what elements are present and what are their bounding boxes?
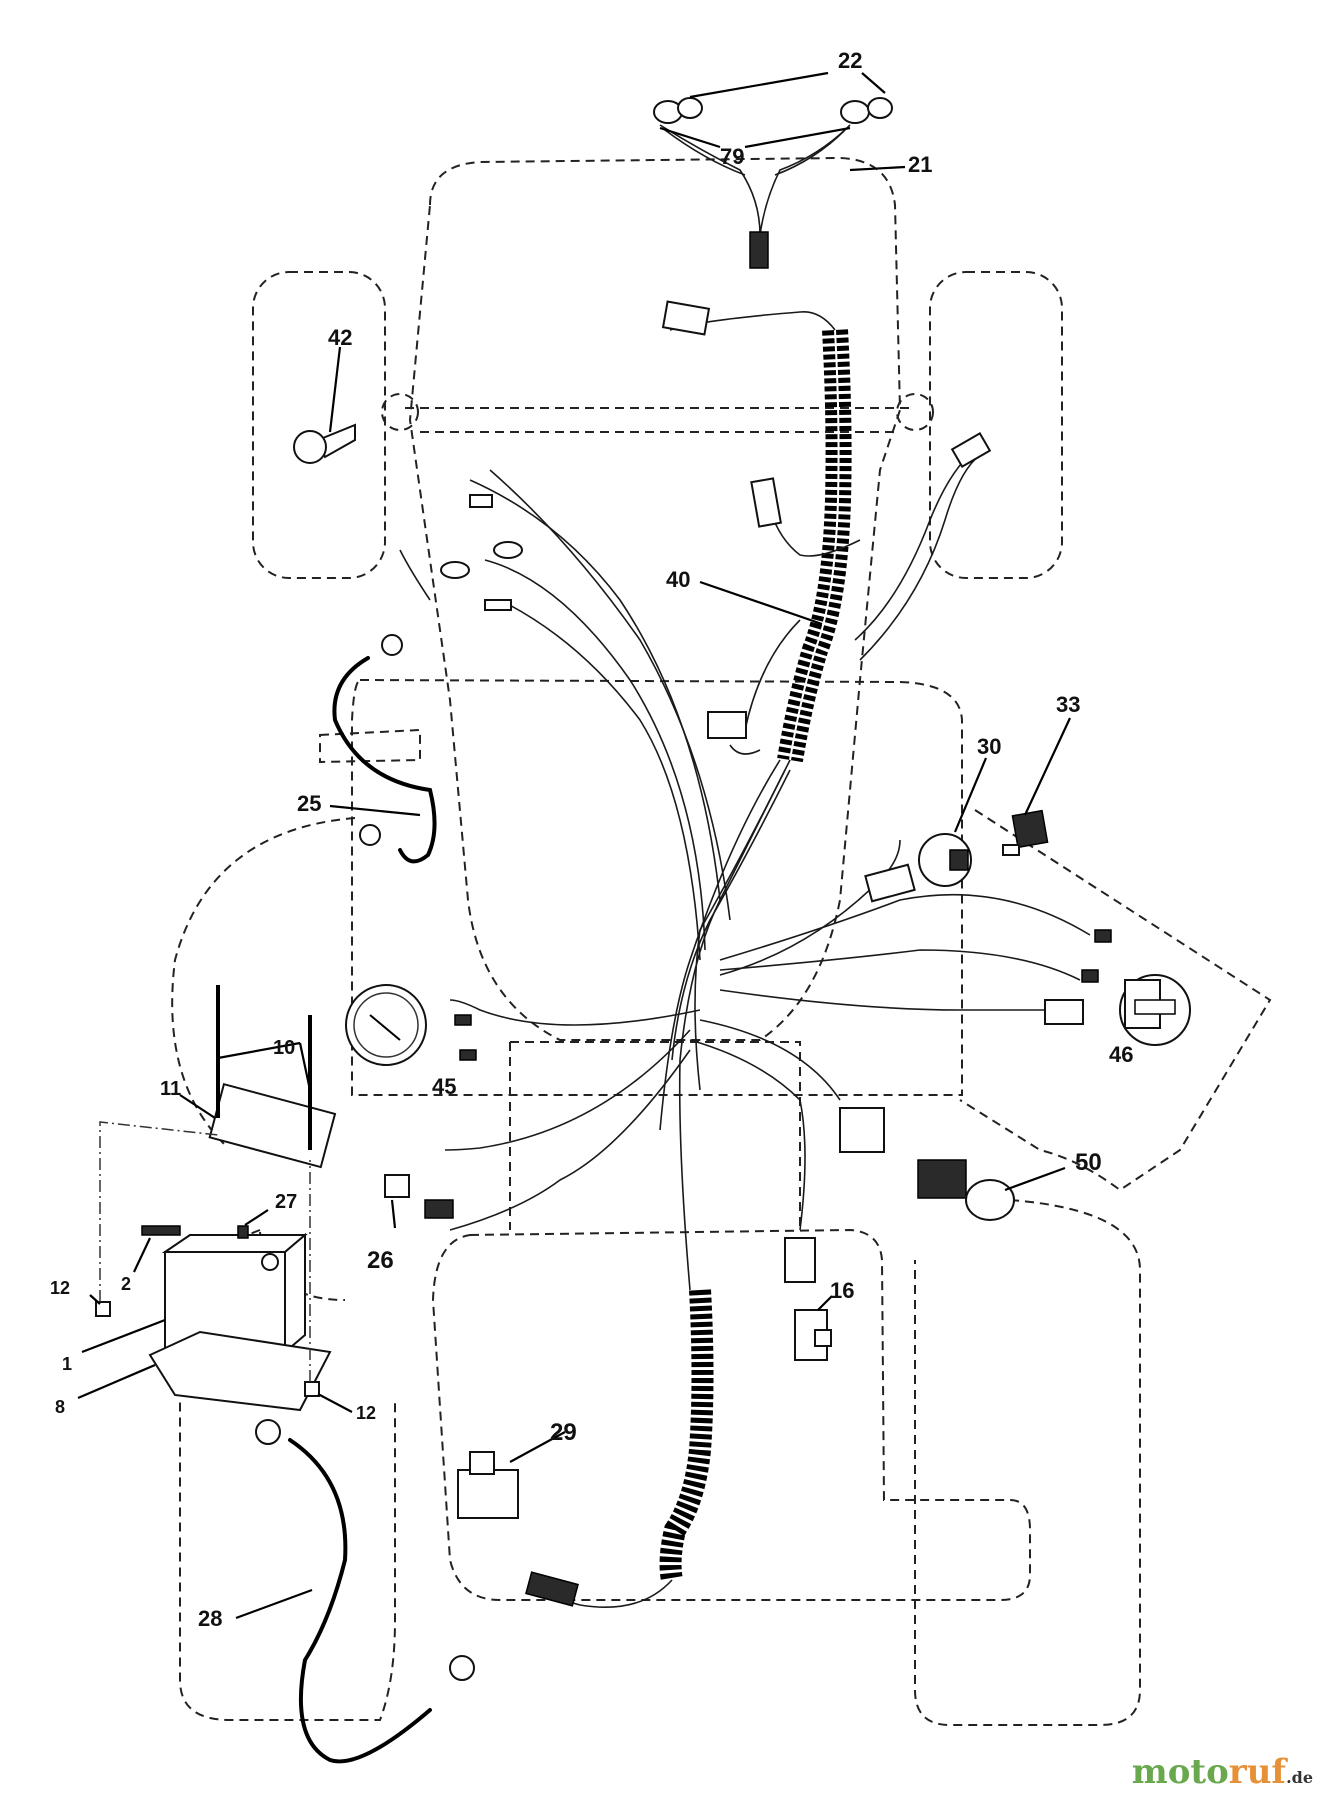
nut-12-right <box>304 1381 320 1397</box>
harness-connectors <box>440 300 1112 1283</box>
callout-30: 30 <box>977 734 1001 759</box>
bullet-connector-2 <box>493 541 523 559</box>
callout-2: 2 <box>121 1274 131 1294</box>
connector-center-right <box>864 863 916 903</box>
watermark-part-3: .de <box>1286 1768 1313 1787</box>
rear-deck-outline <box>431 1228 1031 1601</box>
terminal-3 <box>469 494 493 508</box>
right-bulb <box>840 97 893 124</box>
connector-16 <box>784 1237 816 1283</box>
seat-area-outline <box>510 1041 801 1232</box>
gauge-45 <box>345 984 427 1066</box>
nut-12-left <box>95 1301 111 1317</box>
callout-28: 28 <box>198 1606 222 1631</box>
hood-outline <box>408 156 902 1041</box>
callout-33: 33 <box>1056 692 1080 717</box>
fuse-26 <box>384 1174 454 1219</box>
switch-50 <box>917 1159 1015 1221</box>
callout-10: 10 <box>273 1037 295 1059</box>
callout-16: 16 <box>830 1278 854 1303</box>
clip-27 <box>237 1225 249 1239</box>
hour-meter-46 <box>1119 974 1191 1046</box>
rear-harness-tube <box>525 1289 714 1608</box>
right-console-outline <box>959 809 1272 1192</box>
watermark-logo: motoruf.de <box>1132 1752 1313 1792</box>
callout-12-right: 12 <box>356 1403 376 1423</box>
watermark-part-1: moto <box>1131 1752 1229 1792</box>
battery-tray <box>148 1330 332 1412</box>
bullet-connector-1 <box>440 561 470 579</box>
right-axle-pivot <box>896 393 934 431</box>
connector-right-block <box>839 1107 885 1153</box>
dash-panel-outline <box>351 678 963 1096</box>
callout-25: 25 <box>297 791 321 816</box>
cable-25 <box>332 634 437 864</box>
harness-wires <box>399 311 1091 1291</box>
terminal-1 <box>1094 929 1112 943</box>
hold-down <box>208 1082 337 1169</box>
callout-8: 8 <box>55 1397 65 1417</box>
connector-top <box>661 300 711 336</box>
safety-switch-29 <box>457 1451 519 1519</box>
callout-79: 79 <box>720 144 744 169</box>
terminal-4 <box>484 599 512 611</box>
rear-harness-plug <box>525 1571 579 1607</box>
connector-right-top <box>950 431 992 469</box>
callout-labels: 22 79 21 42 40 33 30 25 10 11 45 46 50 2… <box>50 48 1133 1631</box>
left-floor-outline <box>179 1229 396 1721</box>
left-rear-outline <box>259 1231 346 1301</box>
bolt-2 <box>141 1225 181 1236</box>
terminal-5 <box>454 1014 472 1026</box>
battery-assembly <box>95 985 337 1412</box>
key-33 <box>1002 809 1049 856</box>
watermark-part-2: ruf <box>1228 1752 1287 1792</box>
leader-lines <box>77 71 1071 1620</box>
callout-11: 11 <box>160 1078 181 1100</box>
cable-28 <box>255 1419 475 1764</box>
left-axle-pivot <box>381 393 419 431</box>
right-rear-wheel-outline <box>914 1199 1141 1726</box>
callout-26: 26 <box>367 1247 394 1274</box>
callout-21: 21 <box>908 152 932 177</box>
connector-right-lower <box>1044 999 1084 1025</box>
callout-27: 27 <box>275 1191 297 1213</box>
callout-12-left: 12 <box>50 1278 70 1298</box>
ignition-switch-30 <box>918 833 972 887</box>
left-front-wheel-outline <box>252 271 386 579</box>
connector-mid-lower <box>707 711 747 739</box>
headlight-harness <box>653 97 893 269</box>
panel-left-tab <box>319 728 421 764</box>
connector-mid-left <box>750 477 782 528</box>
callout-40: 40 <box>666 567 690 592</box>
battery-tray-circle <box>171 817 356 1146</box>
terminal-2 <box>1081 969 1099 983</box>
left-bulb <box>653 97 703 124</box>
callout-46: 46 <box>1109 1042 1133 1067</box>
relay-16 <box>794 1309 832 1361</box>
right-front-wheel-outline <box>929 271 1063 579</box>
callout-29: 29 <box>550 1419 577 1446</box>
terminal-6 <box>459 1049 477 1061</box>
callout-42: 42 <box>328 325 352 350</box>
main-harness-tube <box>777 329 852 763</box>
callout-50: 50 <box>1075 1149 1102 1176</box>
spark-plug-boot-42 <box>293 423 356 464</box>
callout-22: 22 <box>838 48 862 73</box>
callout-45: 45 <box>432 1074 456 1099</box>
chassis-outlines <box>171 156 1272 1726</box>
headlight-connector <box>749 231 769 269</box>
callout-1: 1 <box>62 1354 72 1374</box>
